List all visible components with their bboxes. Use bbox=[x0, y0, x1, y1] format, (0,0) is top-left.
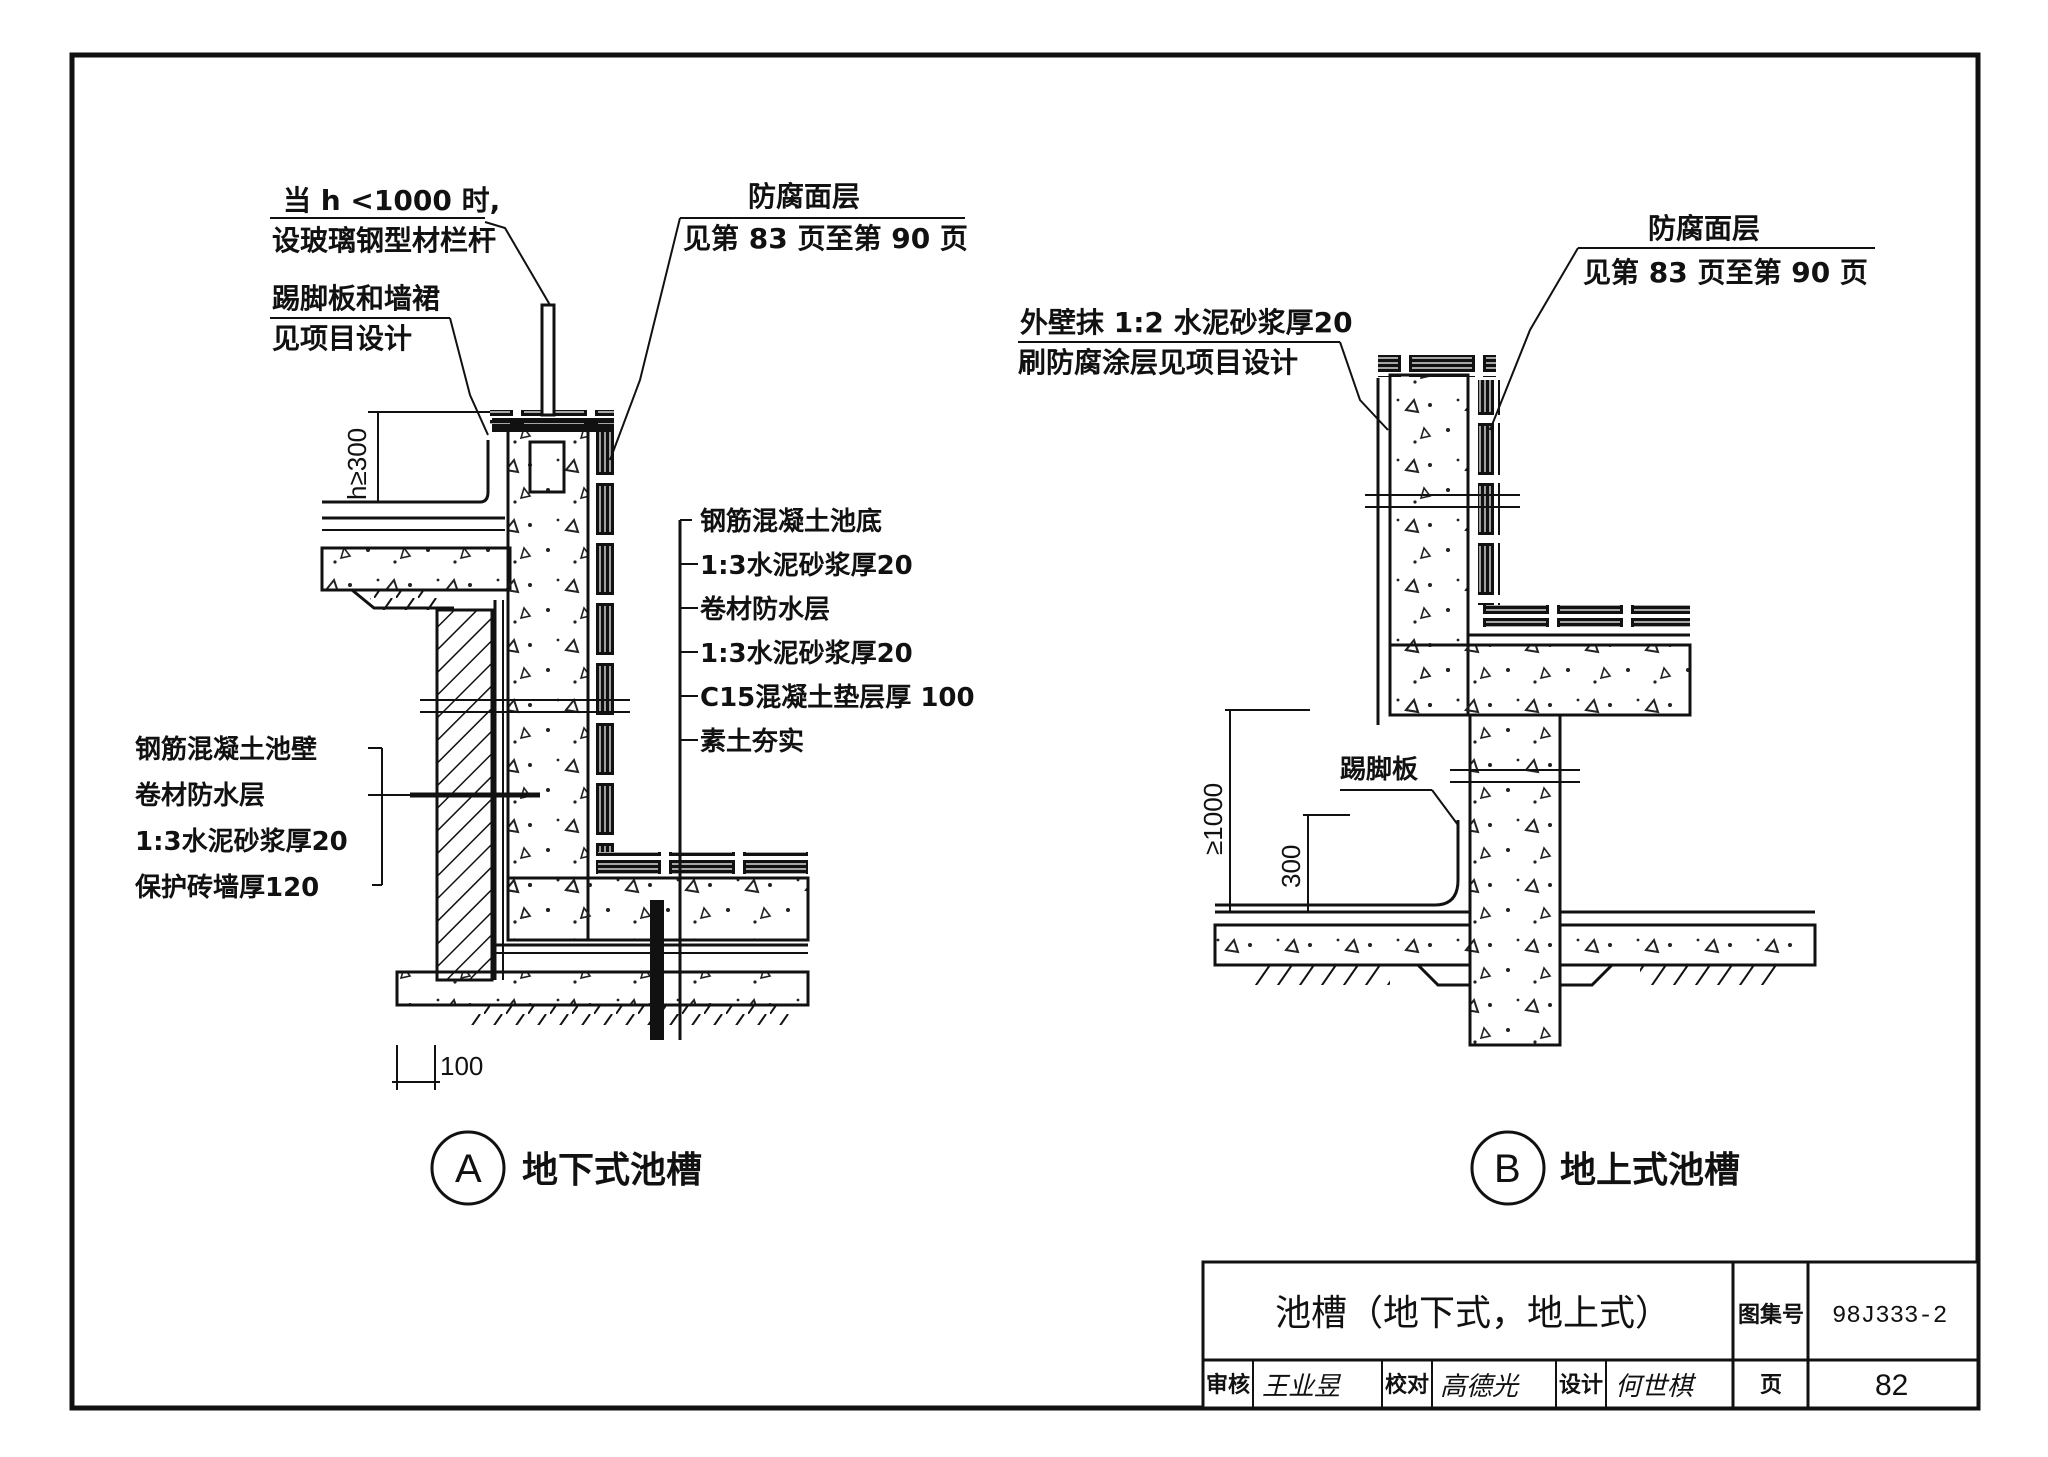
title-block: 池槽（地下式，地上式） 图集号 98J333-2 审核 王业昱 校对 高德光 设… bbox=[1201, 1260, 1980, 1410]
support-column bbox=[1468, 713, 1562, 1047]
railing-post bbox=[540, 303, 556, 417]
wall-note-b-line2: 刷防腐涂层见项目设计 bbox=[1018, 346, 1298, 379]
bottom-layer-5: C15混凝土垫层厚 100 bbox=[700, 683, 975, 713]
detail-a: h≥300 100 当 h <1000 时, 设玻璃钢型材栏杆 踢脚板和墙裙 见… bbox=[134, 180, 975, 1206]
skirting-note-line2: 见项目设计 bbox=[272, 322, 412, 355]
floor-slab-left bbox=[320, 546, 512, 592]
wall-layer-4: 保护砖墙厚120 bbox=[134, 873, 319, 903]
design-signature: 何世棋 bbox=[1615, 1372, 1697, 1402]
dim-min-1000: ≥1000 bbox=[1198, 783, 1228, 855]
atlas-number: 98J333-2 bbox=[1832, 1303, 1947, 1330]
atlas-number-label: 图集号 bbox=[1738, 1302, 1804, 1328]
detail-b: ≥1000 300 防腐面层 见第 83 页至第 90 页 外壁抹 1:2 水泥… bbox=[1018, 212, 1875, 1206]
sheet-border bbox=[69, 52, 1981, 1411]
skirting-label-b: 踢脚板 bbox=[1340, 755, 1418, 785]
review-label: 审核 bbox=[1206, 1372, 1250, 1398]
detail-a-marker bbox=[430, 1130, 506, 1206]
page-label: 页 bbox=[1760, 1373, 1782, 1398]
railing-note-line1: 当 h <1000 时, bbox=[283, 184, 500, 217]
wall-layer-3: 1:3水泥砂浆厚20 bbox=[135, 826, 348, 857]
ground-slab-right bbox=[1558, 923, 1817, 967]
skirting-note-line1: 踢脚板和墙裙 bbox=[272, 282, 440, 315]
detail-b-marker bbox=[1470, 1130, 1546, 1206]
wall-layer-2: 卷材防水层 bbox=[135, 781, 265, 811]
bottom-layer-2: 1:3水泥砂浆厚20 bbox=[700, 550, 913, 581]
detail-b-caption: 地上式池槽 bbox=[1560, 1150, 1740, 1191]
check-signature: 高德光 bbox=[1440, 1372, 1520, 1402]
wall-tile-finish bbox=[596, 432, 618, 852]
review-signature: 王业昱 bbox=[1262, 1372, 1342, 1402]
wall-tile-finish-b bbox=[1478, 380, 1500, 605]
c15-bedding-layer bbox=[395, 970, 810, 1007]
railing-note-line2: 设玻璃钢型材栏杆 bbox=[272, 224, 496, 257]
finish-note-a-line2: 见第 83 页至第 90 页 bbox=[683, 222, 968, 255]
drawing-title: 池槽（地下式，地上式） bbox=[1275, 1293, 1671, 1334]
wall-layer-1: 钢筋混凝土池壁 bbox=[135, 734, 317, 765]
height-dimension: h≥300 bbox=[342, 428, 372, 500]
finish-note-b-line2: 见第 83 页至第 90 页 bbox=[1583, 256, 1868, 289]
bottom-layer-6: 素土夯实 bbox=[700, 726, 804, 757]
dim-300: 300 bbox=[1276, 845, 1306, 888]
elevated-bottom-slab bbox=[1388, 643, 1692, 717]
page-number: 82 bbox=[1875, 1369, 1908, 1402]
detail-a-letter: A bbox=[455, 1147, 482, 1191]
bottom-layer-3: 卷材防水层 bbox=[700, 595, 830, 625]
design-label: 设计 bbox=[1559, 1373, 1603, 1398]
detail-a-caption: 地下式池槽 bbox=[522, 1150, 702, 1191]
bottom-layer-4: 1:3水泥砂浆厚20 bbox=[700, 638, 913, 669]
bottom-layer-1: 钢筋混凝土池底 bbox=[700, 506, 882, 537]
width-dimension: 100 bbox=[440, 1051, 483, 1081]
ground-slab-left bbox=[1213, 923, 1472, 967]
finish-note-b-line1: 防腐面层 bbox=[1648, 212, 1760, 245]
concrete-pool-wall bbox=[506, 428, 590, 942]
detail-b-letter: B bbox=[1494, 1147, 1521, 1191]
check-label: 校对 bbox=[1385, 1372, 1429, 1398]
wall-note-b-line1: 外壁抹 1:2 水泥砂浆厚20 bbox=[1020, 306, 1353, 339]
finish-note-a-line1: 防腐面层 bbox=[748, 180, 860, 213]
